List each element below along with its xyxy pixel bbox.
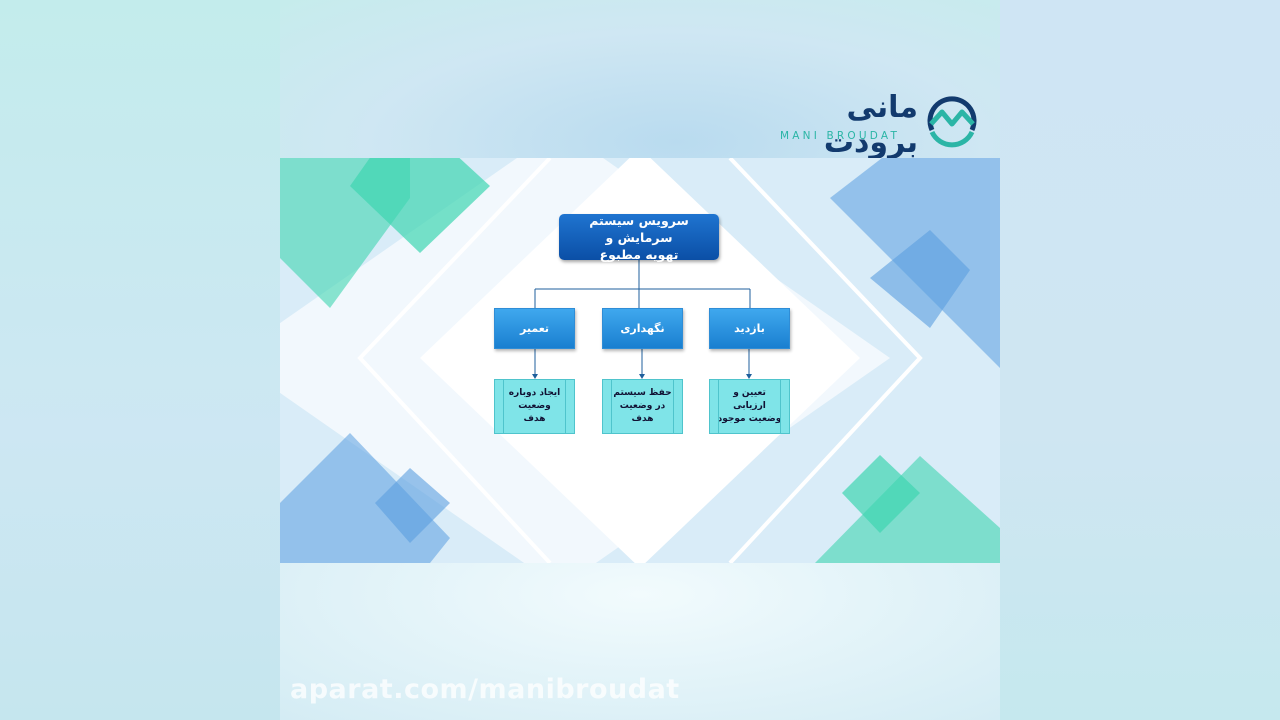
leaf-line: ایجاد دوباره	[508, 388, 561, 398]
decorative-shapes	[280, 158, 1000, 563]
brand-logo: مانی برودت MANI BROUDAT	[780, 90, 980, 160]
logo-text-fa: مانی برودت	[823, 90, 919, 160]
header-strip	[280, 0, 1000, 158]
mountain-logo-icon	[927, 96, 977, 148]
logo-text-en: MANI BROUDAT	[780, 130, 901, 142]
background-left	[0, 0, 280, 720]
root-node: سرویس سیستم سرمایش و تهویه مطبوع	[559, 212, 719, 262]
leaf-node-repair: ایجاد دوباره وضعیت هدف	[494, 379, 575, 434]
leaf-line: وضعیت موجود	[717, 414, 782, 424]
leaf-line: تعیین و	[733, 388, 766, 398]
root-line-1: سرویس سیستم سرمایش و	[589, 212, 689, 245]
bottom-strip	[280, 563, 1000, 720]
diagram-slide: سرویس سیستم سرمایش و تهویه مطبوع بازدید …	[280, 158, 1000, 563]
leaf-node-inspection: تعیین و ارزیابی وضعیت موجود	[709, 379, 790, 434]
branch-node-maintenance: نگهداری	[602, 308, 683, 349]
leaf-line: وضعیت	[518, 401, 551, 411]
leaf-line: ارزیابی	[733, 401, 766, 411]
branch-node-repair: تعمیر	[494, 308, 575, 349]
leaf-line: در وضعیت	[619, 401, 666, 411]
branch-node-inspection: بازدید	[709, 308, 790, 349]
leaf-line: هدف	[631, 414, 654, 424]
leaf-node-maintenance: حفظ سیستم در وضعیت هدف	[602, 379, 683, 434]
background-right	[1000, 0, 1280, 720]
leaf-line: هدف	[523, 414, 546, 424]
watermark-text: aparat.com/manibroudat	[290, 674, 680, 705]
root-line-2: تهویه مطبوع	[599, 246, 679, 262]
leaf-line: حفظ سیستم	[613, 388, 672, 398]
